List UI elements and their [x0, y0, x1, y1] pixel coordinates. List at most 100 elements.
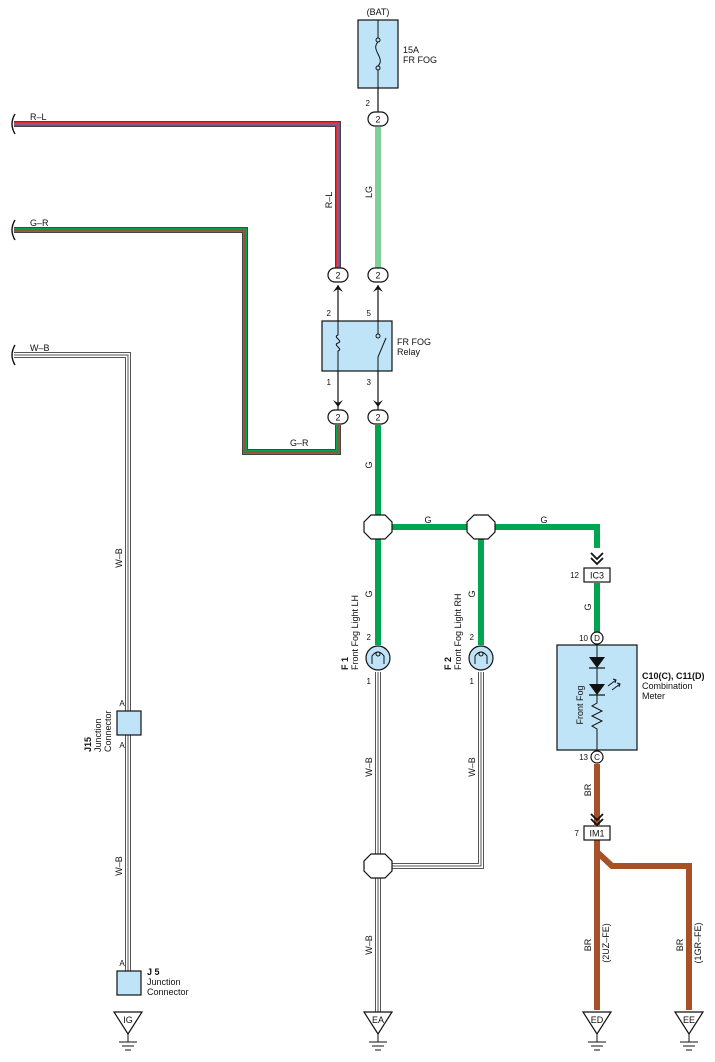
svg-text:2: 2	[375, 413, 380, 423]
j15-code: J15	[83, 737, 93, 752]
connector-2-lg-upper: 2	[367, 267, 389, 283]
svg-text:IC3: IC3	[590, 571, 604, 581]
lamp-rh-pin-top: 2	[470, 633, 475, 642]
fuse-rating: 15A	[403, 45, 419, 55]
front-fog-light-rh	[468, 645, 494, 671]
label-br-meter: BR	[583, 783, 593, 796]
label-variant-1gr: (1GR–FE)	[693, 922, 703, 963]
fuse-15a-fr-fog	[357, 19, 399, 112]
connector-arrow-icon	[333, 285, 383, 407]
label-g-horizontal-2: G	[540, 515, 547, 525]
meter-code: C10(C), C11(D)	[642, 671, 705, 681]
j15-name-2: Connector	[103, 710, 113, 752]
lamp-rh-name: Front Fog Light RH	[453, 593, 463, 670]
svg-text:IM1: IM1	[589, 829, 604, 839]
meter-name-2: Meter	[642, 691, 665, 701]
connector-2-rl-upper: 2	[327, 267, 349, 283]
relay-coil-icon	[335, 321, 341, 371]
ground-ee: EE	[683, 1015, 695, 1025]
wire-break-icon	[11, 113, 16, 366]
junction-connector-j15	[116, 710, 142, 736]
meter-pin-c-num: 13	[579, 753, 588, 762]
resistor-icon	[590, 695, 604, 750]
ground-ig: IG	[123, 1015, 133, 1025]
wire-w-b-lamps	[375, 672, 484, 1012]
meter-pin-d-num: 10	[579, 634, 588, 643]
bulb-icon	[474, 651, 488, 664]
label-g-relay-out: G	[364, 461, 374, 468]
lamp-rh-pin-bottom: 1	[470, 677, 475, 686]
label-br-ed: BR	[583, 938, 593, 951]
connector-2-g-lower: 2	[367, 409, 389, 425]
relay-name-2: Relay	[397, 347, 421, 357]
fuse-source: (BAT)	[367, 7, 390, 17]
svg-text:2: 2	[375, 271, 380, 281]
connector-ic3: IC3	[583, 567, 611, 583]
relay-pin-2: 2	[327, 309, 332, 318]
j5-name: Junction	[147, 977, 181, 987]
label-w-b-rh: W–B	[467, 757, 477, 777]
label-g-lh: G	[364, 590, 374, 597]
connector-2-top: 2	[367, 111, 389, 127]
fuse-pin: 2	[366, 99, 371, 108]
meter-name: Combination	[642, 681, 693, 691]
relay-pin-5: 5	[367, 309, 372, 318]
label-g-rh: G	[467, 590, 477, 597]
label-w-b-ea: W–B	[364, 935, 374, 955]
wire-r-l	[14, 121, 341, 270]
label-w-b-horizontal: W–B	[30, 343, 50, 353]
relay-pin-3: 3	[367, 378, 372, 387]
label-g-r-horizontal: G–R	[30, 218, 49, 228]
relay-pin-1: 1	[327, 378, 332, 387]
label-g-horizontal-1: G	[424, 515, 431, 525]
ground-ed: ED	[591, 1015, 604, 1025]
meter-pin-d: D	[594, 634, 600, 643]
label-w-b-lh: W–B	[364, 757, 374, 777]
j5-name-2: Connector	[147, 987, 189, 997]
bulb-icon	[371, 651, 385, 664]
combination-meter	[556, 631, 638, 764]
im1-pin: 7	[575, 829, 580, 838]
relay-fr-fog	[321, 320, 393, 372]
label-g-r-bottom: G–R	[290, 438, 309, 448]
meter-pin-c: C	[594, 753, 600, 762]
j15-pin-bottom: A	[119, 741, 125, 750]
ground-lines	[119, 1034, 698, 1051]
label-r-l-horizontal: R–L	[30, 112, 47, 122]
connector-im1: IM1	[583, 825, 611, 841]
lamp-lh-pin-top: 2	[367, 633, 372, 642]
label-w-b-left-1: W–B	[114, 548, 124, 568]
wire-w-b-left	[14, 352, 131, 985]
label-br-ee: BR	[675, 938, 685, 951]
lamp-lh-pin-bottom: 1	[367, 677, 372, 686]
connector-2-gr-lower: 2	[327, 409, 349, 425]
svg-text:2: 2	[335, 413, 340, 423]
lamp-lh-name: Front Fog Light LH	[350, 595, 360, 670]
ground-icon	[112, 1011, 705, 1036]
j5-code: J 5	[147, 967, 160, 977]
wire-g-r	[14, 227, 341, 455]
lamp-lh-code: F 1	[340, 657, 350, 670]
label-r-l-vertical: R–L	[324, 192, 334, 209]
front-fog-light-lh	[365, 645, 391, 671]
connector-arrow-icon	[590, 552, 604, 827]
label-variant-2uz: (2UZ–FE)	[601, 923, 611, 963]
j5-pin: A	[119, 959, 125, 968]
lamp-rh-code: F 2	[443, 657, 453, 670]
wire-br	[594, 764, 692, 1010]
ic3-pin: 12	[570, 571, 579, 580]
junction-connector-j5	[116, 970, 142, 996]
svg-text:2: 2	[335, 271, 340, 281]
relay-switch-icon	[375, 321, 387, 371]
fuse-icon	[375, 20, 381, 88]
relay-name: FR FOG	[397, 337, 431, 347]
j15-pin-top: A	[119, 699, 125, 708]
ground-ea: EA	[372, 1015, 384, 1025]
fuse-name: FR FOG	[403, 55, 437, 65]
j15-name: Junction	[93, 718, 103, 752]
splice-icon	[363, 514, 496, 879]
meter-inner-label: Front Fog	[575, 685, 585, 724]
label-w-b-left-2: W–B	[114, 856, 124, 876]
label-g-meter: G	[583, 603, 593, 610]
